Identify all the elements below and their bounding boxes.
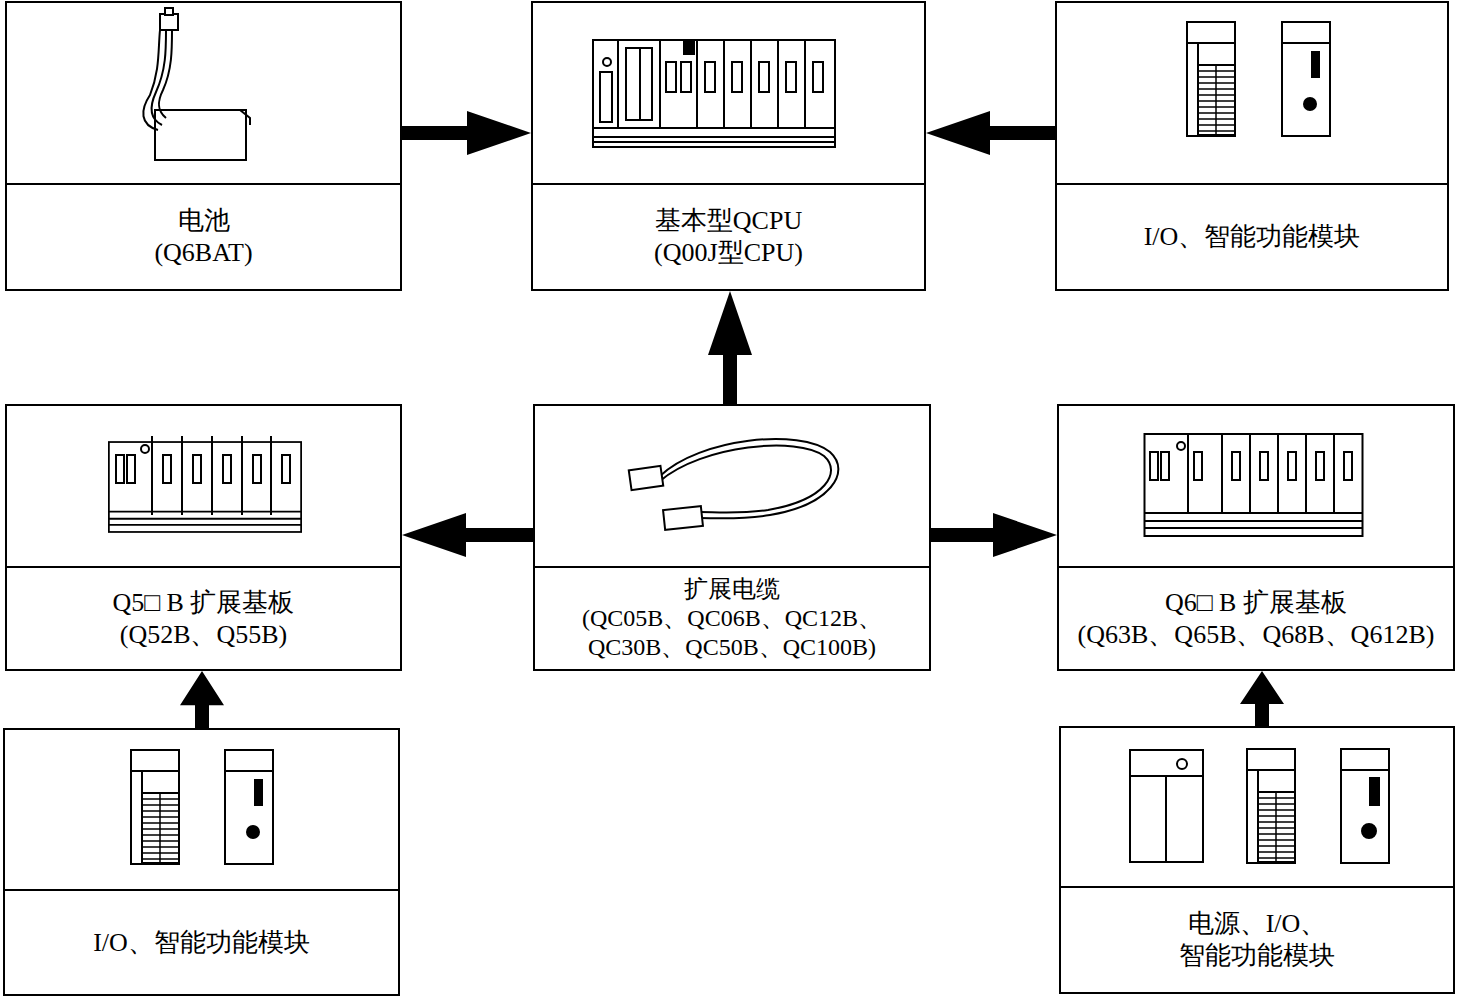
component-box: 电源、I/O、智能功能模块 xyxy=(1059,726,1455,994)
caption-text: 扩展电缆 xyxy=(684,575,780,604)
component-box: I/O、智能功能模块 xyxy=(1055,1,1449,291)
divider-line xyxy=(533,183,924,185)
q5-base-drawing xyxy=(109,436,301,532)
cpu-base-drawing xyxy=(593,40,835,147)
caption-area: 基本型QCPU(Q00J型CPU) xyxy=(533,185,924,289)
divider-line xyxy=(5,889,398,891)
caption-text: Q6□ B 扩展基板 xyxy=(1165,587,1347,619)
divider-line xyxy=(1061,886,1453,888)
caption-text: 电源、I/O、 xyxy=(1188,908,1327,940)
q6-base-drawing xyxy=(1145,434,1363,536)
caption-area: I/O、智能功能模块 xyxy=(5,891,398,994)
module-drawing xyxy=(131,750,273,864)
caption-text: (Q00J型CPU) xyxy=(654,237,803,269)
power-module-drawing xyxy=(1130,749,1389,863)
block-arrow xyxy=(926,111,1055,155)
component-box: Q6□ B 扩展基板(Q63B、Q65B、Q68B、Q612B) xyxy=(1057,404,1455,671)
caption-area: Q6□ B 扩展基板(Q63B、Q65B、Q68B、Q612B) xyxy=(1059,568,1453,669)
divider-line xyxy=(1057,183,1447,185)
caption-text: (Q63B、Q65B、Q68B、Q612B) xyxy=(1078,619,1435,651)
caption-area: Q5□ B 扩展基板(Q52B、Q55B) xyxy=(7,568,400,669)
caption-text: (QC05B、QC06B、QC12B、 xyxy=(582,604,882,633)
caption-text: (Q52B、Q55B) xyxy=(120,619,288,651)
caption-text: Q5□ B 扩展基板 xyxy=(113,587,295,619)
caption-text: 基本型QCPU xyxy=(655,205,802,237)
caption-text: I/O、智能功能模块 xyxy=(93,927,310,959)
divider-line xyxy=(7,566,400,568)
component-box: 电池(Q6BAT) xyxy=(5,1,402,291)
divider-line xyxy=(535,566,929,568)
module-drawing xyxy=(1187,22,1330,136)
block-arrow xyxy=(708,291,752,404)
caption-text: I/O、智能功能模块 xyxy=(1144,221,1361,253)
block-arrow xyxy=(402,513,533,557)
caption-text: QC30B、QC50B、QC100B) xyxy=(588,633,876,662)
caption-area: 电池(Q6BAT) xyxy=(7,185,400,289)
component-box: 扩展电缆(QC05B、QC06B、QC12B、QC30B、QC50B、QC100… xyxy=(533,404,931,671)
battery-drawing xyxy=(143,8,250,160)
block-arrow xyxy=(931,513,1057,557)
component-box: 基本型QCPU(Q00J型CPU) xyxy=(531,1,926,291)
caption-text: (Q6BAT) xyxy=(154,237,252,269)
caption-area: I/O、智能功能模块 xyxy=(1057,185,1447,289)
block-arrow xyxy=(180,671,224,728)
caption-text: 电池 xyxy=(178,205,230,237)
cable-drawing xyxy=(629,439,839,530)
caption-area: 扩展电缆(QC05B、QC06B、QC12B、QC30B、QC50B、QC100… xyxy=(535,568,929,669)
caption-text: 智能功能模块 xyxy=(1179,940,1335,972)
divider-line xyxy=(7,183,400,185)
component-box: Q5□ B 扩展基板(Q52B、Q55B) xyxy=(5,404,402,671)
block-arrow xyxy=(402,111,531,155)
block-arrow xyxy=(1240,671,1284,726)
component-box: I/O、智能功能模块 xyxy=(3,728,400,996)
divider-line xyxy=(1059,566,1453,568)
caption-area: 电源、I/O、智能功能模块 xyxy=(1061,888,1453,992)
